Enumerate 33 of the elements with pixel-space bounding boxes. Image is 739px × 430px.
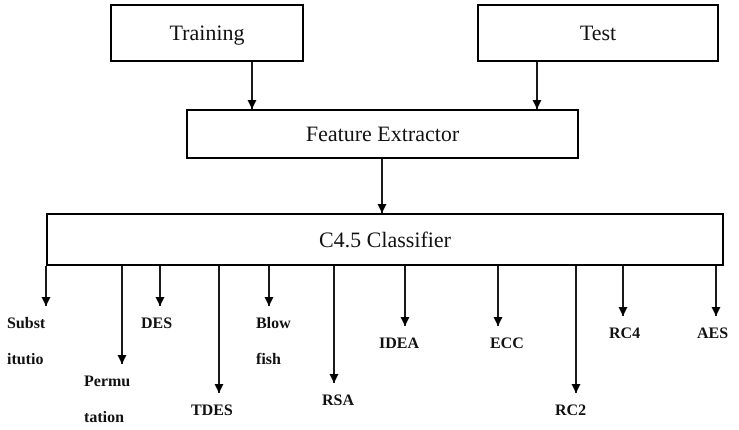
arrow xyxy=(618,266,628,316)
process-box xyxy=(186,109,579,159)
class-label: RC2 xyxy=(555,393,599,429)
arrow xyxy=(330,266,338,383)
arrow xyxy=(572,266,580,393)
box-label: Feature Extractor xyxy=(306,121,460,147)
class-label: IDEA xyxy=(379,326,433,362)
process-box xyxy=(477,4,719,62)
arrow xyxy=(248,62,256,109)
arrow xyxy=(156,266,164,306)
arrow xyxy=(712,266,720,316)
process-box xyxy=(46,213,724,266)
box-label: C4.5 Classifier xyxy=(319,226,451,252)
class-label: Subst itutio xyxy=(7,306,57,378)
class-label: RC4 xyxy=(609,316,653,352)
class-label: DES xyxy=(141,306,185,342)
arrow xyxy=(264,266,274,306)
arrow xyxy=(118,266,126,364)
process-box xyxy=(110,4,304,62)
class-label: Blow fish xyxy=(256,306,304,378)
box-label: Test xyxy=(580,20,616,46)
class-label: ECC xyxy=(490,326,536,362)
class-label: RSA xyxy=(322,383,366,419)
arrow xyxy=(42,266,50,306)
arrow xyxy=(400,266,410,326)
arrow xyxy=(378,159,386,213)
class-label: Permu tation xyxy=(84,364,146,430)
arrow xyxy=(214,266,224,393)
box-label: Training xyxy=(170,20,244,46)
class-label: TDES xyxy=(191,393,249,429)
arrow xyxy=(494,266,502,326)
class-label: AES xyxy=(697,316,737,352)
arrow xyxy=(532,62,542,109)
